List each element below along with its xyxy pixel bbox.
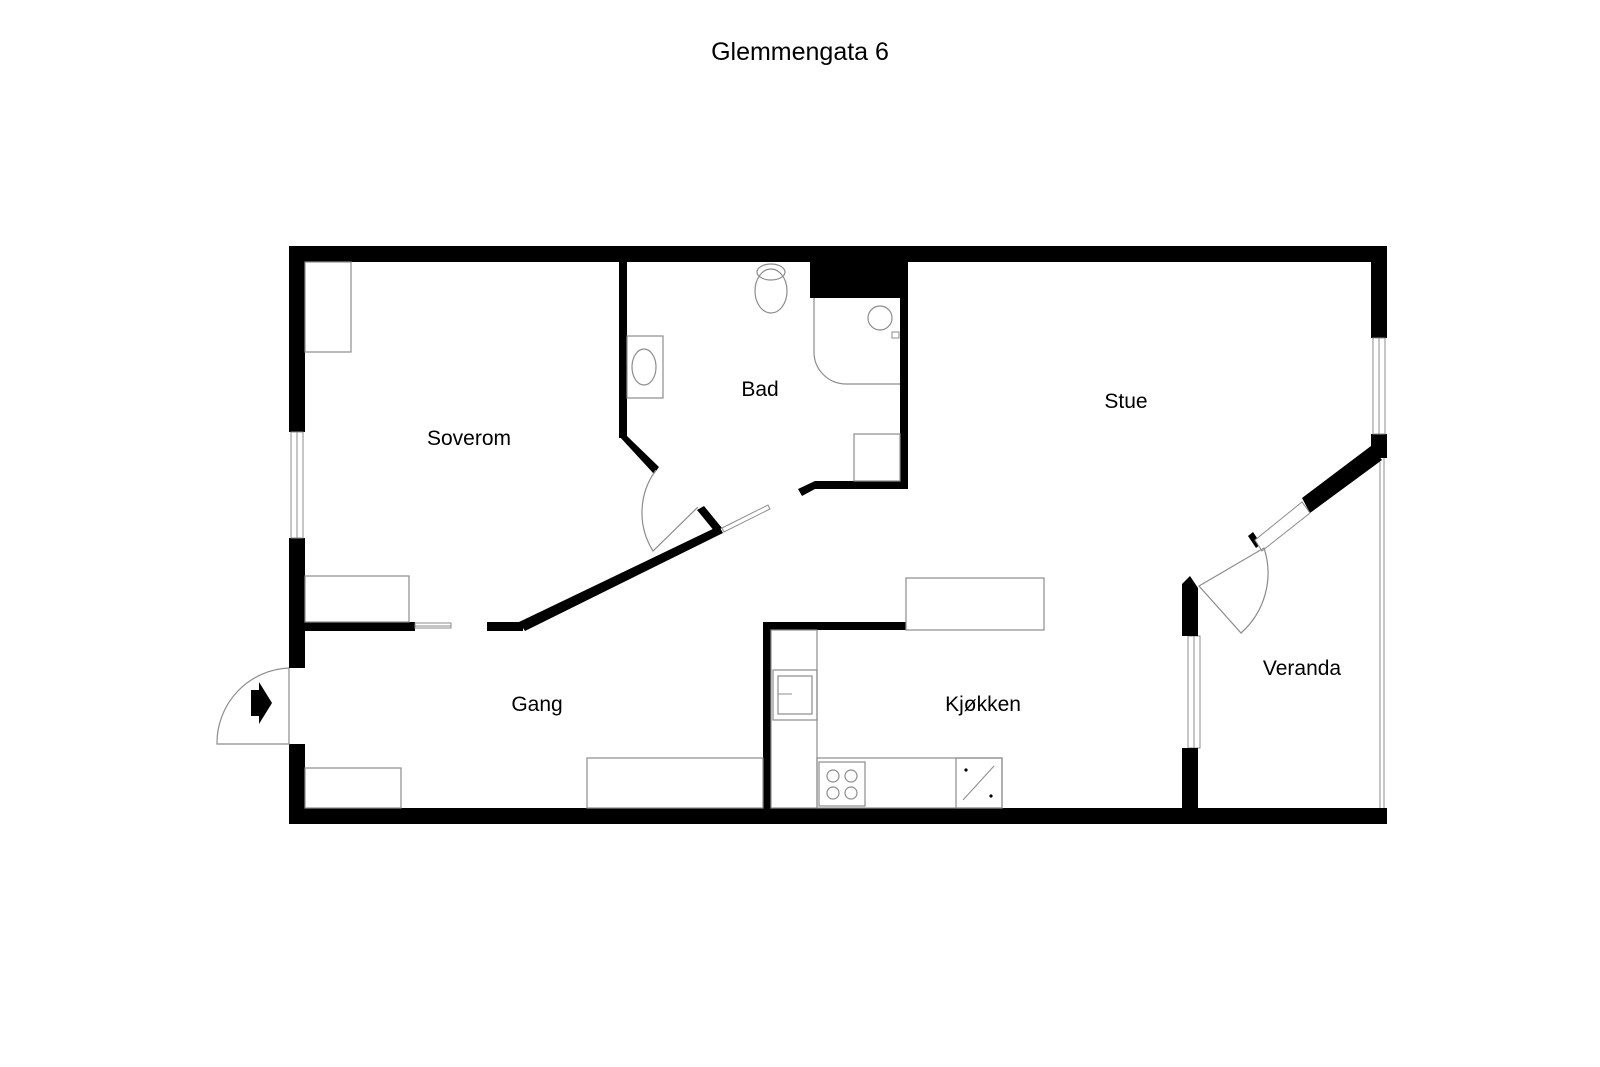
shaft: [810, 262, 908, 298]
shower: [813, 298, 900, 385]
windows: [290, 337, 1386, 749]
wall-gang-stub: [487, 622, 523, 631]
bad-sliding-door: [721, 504, 771, 533]
wall-bad-bottom-stub: [798, 481, 815, 496]
wall-diagonal-stub: [697, 506, 722, 532]
room-label-veranda: Veranda: [1263, 657, 1342, 680]
fixtures: [304, 261, 1045, 809]
soverom-wardrobe-top: [304, 261, 352, 353]
plan-title: Glemmengata 6: [711, 38, 889, 66]
doors: [216, 469, 1269, 745]
room-label-bad: Bad: [741, 378, 778, 401]
wall-veranda-left-bottom: [1182, 748, 1198, 808]
wall-kjokken-top: [763, 622, 906, 630]
kitchen-sink: [772, 669, 818, 721]
room-label-kjokken: Kjøkken: [945, 693, 1021, 716]
wall-top: [289, 246, 1387, 262]
kitchen-island: [905, 577, 1045, 631]
exterior-walls: [289, 246, 1387, 824]
wall-kjokken-left: [763, 622, 771, 808]
bad-sink: [626, 335, 664, 399]
stove-burner: [826, 786, 840, 800]
stove: [818, 761, 866, 807]
wall-left-middle: [289, 538, 305, 668]
shower-head: [867, 305, 893, 331]
veranda-door: [1198, 547, 1269, 634]
toilet: [754, 268, 788, 314]
kitchen-counter-left: [770, 629, 818, 809]
soverom-door: [641, 469, 699, 552]
gang-cabinet: [304, 767, 402, 809]
wall-soverom-gang: [305, 622, 415, 631]
wall-veranda-left-top: [1182, 576, 1198, 636]
soverom-wardrobe-bottom: [304, 575, 410, 623]
wall-left-lower: [289, 744, 305, 824]
wall-bad-bottom: [815, 481, 908, 489]
room-label-soverom: Soverom: [427, 427, 511, 450]
wall-soverom-bad: [619, 262, 627, 438]
wall-right-upper: [1371, 246, 1387, 338]
stove-burner: [826, 769, 840, 783]
wall-left-upper: [289, 246, 305, 432]
wall-diagonal: [519, 526, 723, 631]
room-label-gang: Gang: [511, 693, 562, 716]
wall-bottom: [289, 808, 1387, 824]
interior-walls: [305, 262, 1382, 808]
gang-bench: [586, 757, 764, 809]
room-labels: Soverom Bad Stue Gang Kjøkken Veranda: [427, 378, 1341, 716]
stove-burner: [844, 769, 858, 783]
wall-soverom-bad-angle: [619, 436, 659, 474]
entrance-arrow-icon: [251, 682, 272, 724]
fridge: [955, 757, 1003, 809]
wall-bad-right: [900, 262, 908, 489]
veranda-door-glass: [1254, 501, 1311, 552]
bad-washer: [853, 433, 901, 482]
room-label-stue: Stue: [1104, 390, 1147, 413]
kitchen-counter-bottom: [816, 757, 1003, 809]
stove-burner: [844, 786, 858, 800]
veranda-outline: [1254, 458, 1385, 808]
entrance-door: [216, 667, 290, 745]
wall-veranda-diagonal: [1302, 446, 1382, 513]
